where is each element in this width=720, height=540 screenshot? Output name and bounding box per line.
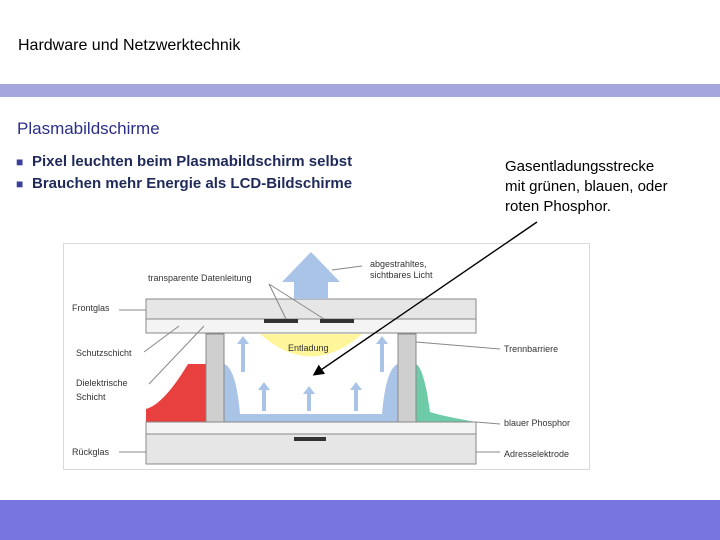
bullet-item: ■ Pixel leuchten beim Plasmabildschirm se…: [16, 151, 352, 173]
uv-arrow: [303, 386, 315, 411]
data-line-label: transparente Datenleitung: [148, 273, 252, 283]
protective-layer: [145, 318, 477, 334]
light-label-line1: abgestrahltes,: [370, 259, 427, 269]
leader-line: [143, 325, 180, 353]
rear-glass-label: Rückglas: [72, 447, 110, 457]
header-title: Hardware und Netzwerktechnik: [18, 37, 241, 54]
light-label-line2: sichtbares Licht: [370, 270, 433, 280]
bullet-square-icon: ■: [16, 155, 24, 169]
leader-line: [415, 341, 501, 350]
leader-line: [475, 421, 501, 425]
address-electrode-label: Adresselektrode: [504, 449, 569, 459]
uv-arrow: [376, 336, 388, 372]
barrier-left: [205, 333, 225, 425]
bullet-text: Pixel leuchten beim Plasmabildschirm sel…: [32, 153, 353, 170]
bullet-list: ■ Pixel leuchten beim Plasmabildschirm se…: [16, 151, 352, 195]
data-line-electrode: [264, 319, 298, 323]
bullet-text: Brauchen mehr Energie als LCD-Bildschirm…: [32, 175, 353, 192]
uv-arrow: [237, 336, 249, 372]
data-line-electrode: [320, 319, 354, 323]
red-phosphor: [146, 364, 206, 422]
blue-phosphor-label: blauer Phosphor: [504, 418, 570, 428]
leader-line: [331, 265, 363, 271]
dielectric-label-line1: Dielektrische: [76, 378, 128, 388]
barrier-label: Trennbarriere: [504, 344, 558, 354]
plasma-cell-diagram-svg: Entladung: [72, 252, 570, 465]
plasma-cell-diagram: Entladung: [63, 243, 590, 470]
uv-arrow: [258, 382, 270, 411]
bullet-item: ■ Brauchen mehr Energie als LCD-Bildschir…: [16, 173, 352, 195]
leader-line: [148, 325, 205, 385]
green-phosphor: [416, 364, 476, 422]
slide-title: Plasmabildschirme: [17, 119, 160, 138]
discharge-label: Entladung: [288, 343, 329, 353]
slide-footer: [0, 500, 720, 540]
front-glass-label: Frontglas: [72, 303, 110, 313]
header-accent-bar: [0, 84, 720, 97]
leader-line: [268, 283, 287, 320]
callout-text: Gasentladungsstrecke mit grünen, blauen,…: [505, 158, 668, 215]
barrier-right: [397, 333, 417, 425]
bullet-square-icon: ■: [16, 177, 24, 191]
light-arrow: [282, 252, 340, 299]
address-electrode: [294, 437, 326, 441]
uv-arrow: [350, 382, 362, 411]
dielectric-label-line2: Schicht: [76, 392, 106, 402]
blue-phosphor: [224, 364, 398, 422]
slide-header: Hardware und Netzwerktechnik: [0, 0, 720, 84]
protective-layer-label: Schutzschicht: [76, 348, 132, 358]
dielectric-strip: [145, 421, 477, 435]
front-glass: [145, 298, 477, 320]
